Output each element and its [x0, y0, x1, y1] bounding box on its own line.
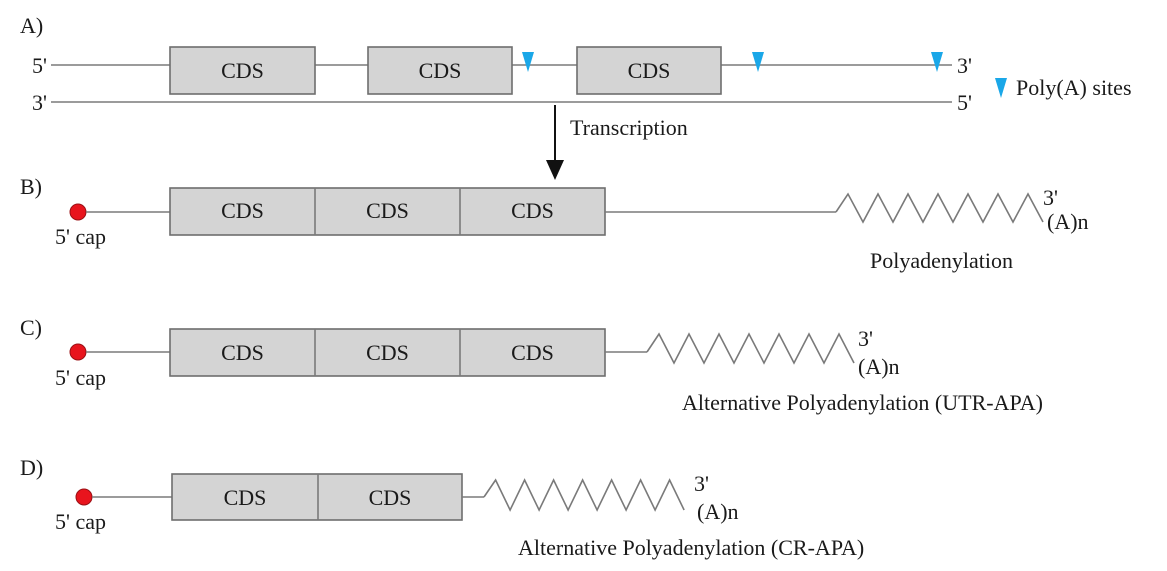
cds-label: CDS: [221, 340, 264, 365]
cds-exon: CDS: [169, 46, 316, 95]
cds-label: CDS: [221, 58, 264, 83]
cds-label: CDS: [628, 58, 671, 83]
panel-d-label: D): [20, 455, 43, 480]
panel-b: B) 5' cap CDS CDS CDS 3' (A)n Polyadenyl…: [20, 174, 1089, 273]
panel-c: C) 5' cap CDS CDS CDS 3' (A)n Alternativ…: [20, 315, 1043, 415]
five-prime-cap-icon: [69, 203, 87, 221]
panel-b-label: B): [20, 174, 42, 199]
polya-legend-icon: [995, 78, 1007, 98]
cds-block: CDS CDS CDS: [169, 328, 606, 377]
cds-label: CDS: [366, 198, 409, 223]
cap-label: 5' cap: [55, 224, 106, 249]
tail-3prime-label: 3': [1043, 185, 1058, 210]
bottom-strand-3prime-label: 3': [32, 90, 47, 115]
cds-label: CDS: [511, 198, 554, 223]
cds-label: CDS: [366, 340, 409, 365]
cds-label: CDS: [419, 58, 462, 83]
polya-tail: [483, 478, 685, 512]
transcription-label: Transcription: [570, 115, 688, 140]
tail-3prime-label: 3': [858, 326, 873, 351]
cds-label: CDS: [221, 198, 264, 223]
transcription-arrow: Transcription: [546, 105, 688, 180]
polya-site-marker: [931, 52, 943, 72]
cap-label: 5' cap: [55, 509, 106, 534]
cds-exon: CDS: [576, 46, 722, 95]
polya-site-marker: [752, 52, 764, 72]
polya-tail: [835, 192, 1044, 224]
cds-label: CDS: [511, 340, 554, 365]
panel-d-caption: Alternative Polyadenylation (CR-APA): [518, 535, 864, 560]
panel-a-label: A): [20, 13, 43, 38]
five-prime-cap-icon: [75, 488, 93, 506]
legend: Poly(A) sites: [995, 75, 1132, 100]
panel-a: A) 5' 3' 3' 5' CDS CDS CDS: [20, 13, 972, 115]
cds-block: CDS CDS: [171, 473, 463, 521]
five-prime-cap-icon: [69, 343, 87, 361]
arrow-head-icon: [546, 160, 564, 180]
legend-polya-label: Poly(A) sites: [1016, 75, 1132, 100]
panel-d: D) 5' cap CDS CDS 3' (A)n Alternative Po…: [20, 455, 864, 560]
cap-label: 5' cap: [55, 365, 106, 390]
panel-b-caption: Polyadenylation: [870, 248, 1013, 273]
cds-label: CDS: [224, 485, 267, 510]
polya-tail: [646, 332, 855, 365]
panel-c-caption: Alternative Polyadenylation (UTR-APA): [682, 390, 1043, 415]
panel-c-label: C): [20, 315, 42, 340]
top-strand-5prime-label: 5': [32, 53, 47, 78]
tail-an-label: (A)n: [697, 499, 739, 524]
cds-exon: CDS: [367, 46, 513, 95]
polya-site-marker: [522, 52, 534, 72]
tail-an-label: (A)n: [1047, 209, 1089, 234]
top-strand-3prime-label: 3': [957, 53, 972, 78]
cds-label: CDS: [369, 485, 412, 510]
bottom-strand-5prime-label: 5': [957, 90, 972, 115]
tail-an-label: (A)n: [858, 354, 900, 379]
tail-3prime-label: 3': [694, 471, 709, 496]
cds-block: CDS CDS CDS: [169, 187, 606, 236]
